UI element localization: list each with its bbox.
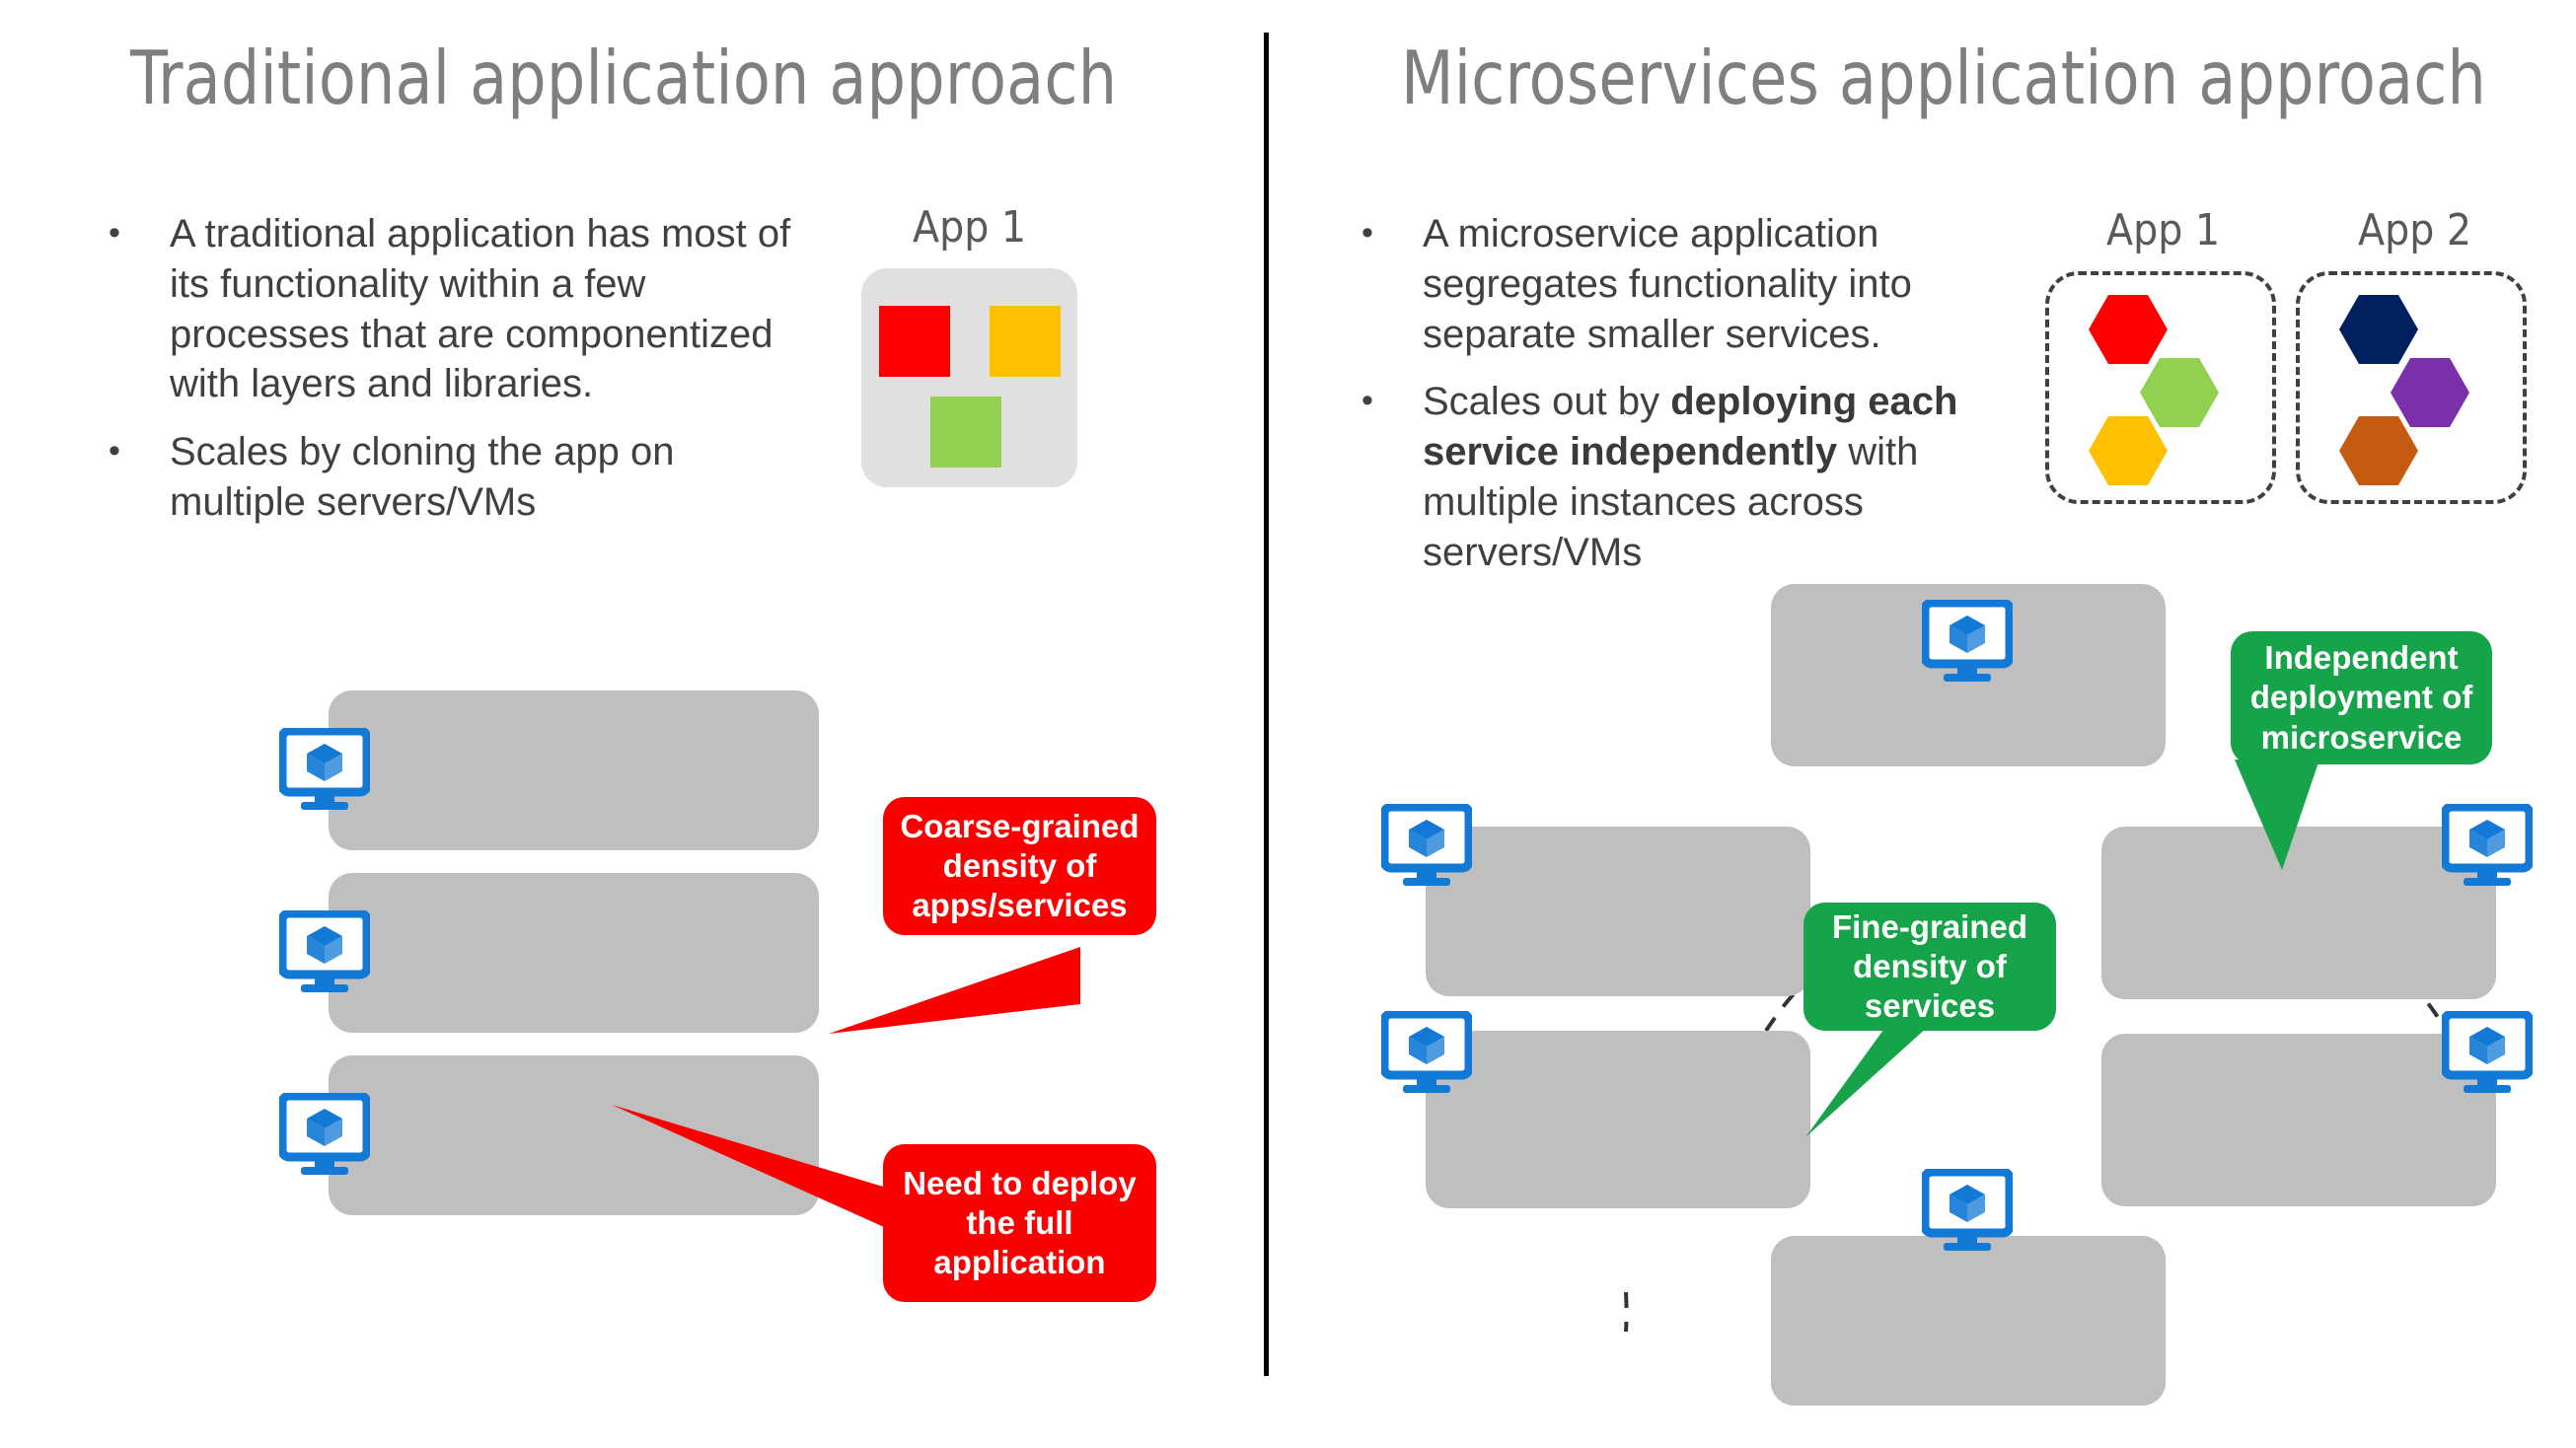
right-app2-label: App 2 <box>2358 205 2472 255</box>
independent-deployment-callout-tail <box>2235 760 2373 873</box>
service-navy <box>2339 295 2418 364</box>
bullet-marker: • <box>1362 382 1373 420</box>
bullet-marker: • <box>109 432 120 471</box>
right-bullet-list: • A microservice application segregates … <box>1362 209 2013 596</box>
server-box-2 <box>329 873 819 1033</box>
server-box-1 <box>329 690 819 850</box>
service-amber <box>2089 416 2168 485</box>
bullet-marker: • <box>109 214 120 252</box>
bullet-marker: • <box>1362 214 1373 252</box>
microservice-box-right-lower <box>2101 1034 2496 1206</box>
left-bullet-list: • A traditional application has most of … <box>109 209 799 545</box>
microservice-node-right-lower-monitor-icon <box>2442 1011 2533 1094</box>
coarse-grained-callout-text: Coarse-grained density of apps/services <box>900 807 1140 924</box>
bullet-text: A traditional application has most of it… <box>170 212 791 406</box>
right-panel-title: Microservices application approach <box>1401 35 2487 121</box>
microservice-node-bottom-monitor-icon <box>1922 1169 2013 1252</box>
service-red <box>2089 295 2168 364</box>
bullet-text-bold: deploying each service independently <box>1423 380 1958 474</box>
panel-divider <box>1264 33 1269 1376</box>
bullet-text: A microservice application segregates fu… <box>1423 212 1912 356</box>
microservice-node-left-upper-monitor-icon <box>1381 804 1472 887</box>
need-full-deploy-callout[interactable]: Need to deploy the full application <box>883 1144 1156 1302</box>
server-box-3 <box>329 1055 819 1215</box>
right-app1-container <box>2045 271 2276 504</box>
service-purple <box>2391 358 2469 427</box>
need-full-deploy-callout-text: Need to deploy the full application <box>903 1164 1137 1281</box>
fine-grained-callout-tail <box>1805 1026 1934 1144</box>
need-full-deploy-callout-tail <box>612 1105 898 1233</box>
component-green <box>930 397 1001 468</box>
right-app1-label: App 1 <box>2106 205 2221 255</box>
microservice-box-left-lower <box>1426 1031 1810 1208</box>
independent-deployment-callout[interactable]: Independent deployment of microservice <box>2231 631 2492 764</box>
bullet-text-prefix: Scales out by <box>1423 380 1671 424</box>
bullet-text-suffix: with multiple instances across servers/V… <box>1423 430 1919 574</box>
microservice-box-right-upper <box>2101 827 2496 999</box>
fine-grained-callout[interactable]: Fine-grained density of services <box>1803 903 2056 1031</box>
left-app1-label: App 1 <box>913 202 1027 253</box>
bullet-text: Scales by cloning the app on multiple se… <box>170 430 675 524</box>
left-app1-container <box>861 268 1077 487</box>
server-vm-2-monitor-icon <box>279 910 370 993</box>
left-panel-title: Traditional application approach <box>130 35 1118 121</box>
right-app2-container <box>2296 271 2527 504</box>
coarse-grained-callout[interactable]: Coarse-grained density of apps/services <box>883 797 1156 935</box>
server-vm-1-monitor-icon <box>279 728 370 811</box>
coarse-grained-callout-tail <box>829 947 1085 1036</box>
microservice-node-left-lower-monitor-icon <box>1381 1011 1472 1094</box>
microservice-node-right-upper-monitor-icon <box>2442 804 2533 887</box>
microservice-box-bottom-final <box>1771 1236 2166 1406</box>
list-item: • Scales out by deploying each service i… <box>1362 377 2013 577</box>
microservice-node-top-monitor-icon <box>1922 600 2013 683</box>
list-item: • A traditional application has most of … <box>109 209 799 409</box>
bullet-text-rich: Scales out by deploying each service ind… <box>1423 377 2013 577</box>
component-red <box>879 306 950 377</box>
fine-grained-callout-text: Fine-grained density of services <box>1831 907 2028 1025</box>
server-vm-3-monitor-icon <box>279 1093 370 1176</box>
list-item: • Scales by cloning the app on multiple … <box>109 427 799 528</box>
independent-deployment-callout-text: Independent deployment of microservice <box>2249 639 2473 756</box>
service-brown <box>2339 416 2418 485</box>
list-item: • A microservice application segregates … <box>1362 209 2013 359</box>
component-amber <box>990 306 1061 377</box>
service-green <box>2140 358 2219 427</box>
microservice-box-left-upper <box>1426 827 1810 996</box>
